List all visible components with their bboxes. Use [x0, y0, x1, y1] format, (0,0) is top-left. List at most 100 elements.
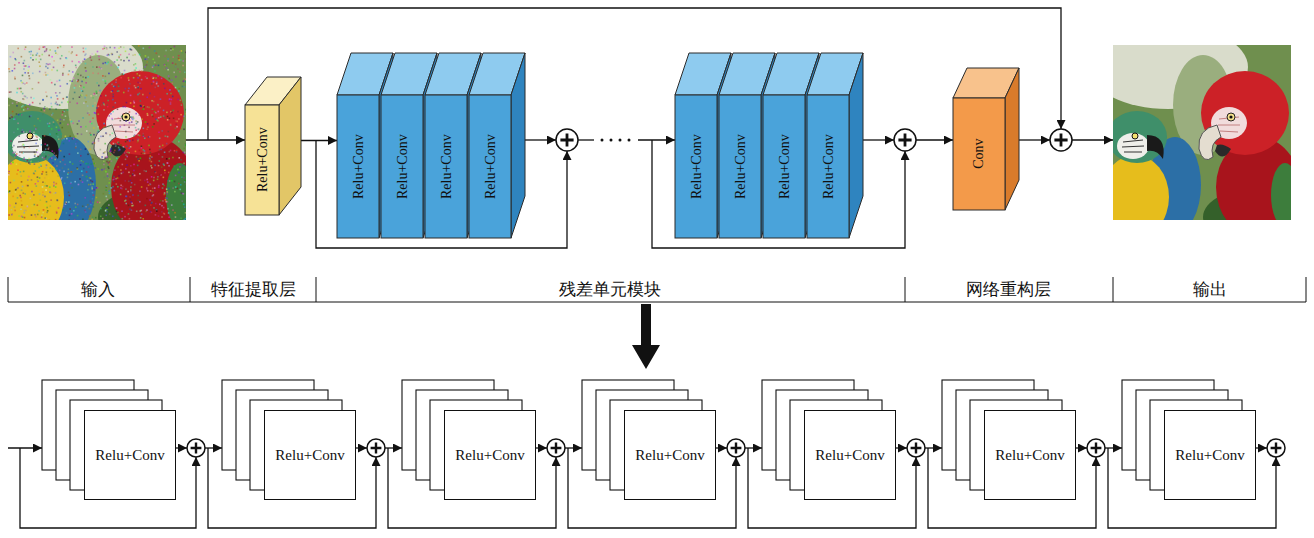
noise-pixel — [154, 70, 156, 72]
noise-pixel — [165, 199, 167, 201]
noise-pixel — [49, 108, 51, 110]
noise-pixel — [167, 119, 169, 121]
noise-pixel — [142, 135, 144, 137]
noise-pixel — [77, 74, 79, 76]
noise-pixel — [84, 54, 86, 56]
noise-pixel — [161, 78, 163, 80]
noise-pixel — [106, 63, 108, 65]
noise-pixel — [160, 174, 162, 176]
sum-circle — [1050, 129, 1072, 151]
noise-pixel — [38, 82, 40, 84]
noise-pixel — [73, 138, 75, 140]
noise-pixel — [50, 79, 52, 81]
noise-pixel — [153, 81, 155, 83]
noise-pixel — [171, 141, 173, 143]
noise-pixel — [105, 132, 107, 134]
noise-pixel — [171, 79, 173, 81]
noise-pixel — [10, 114, 12, 116]
connector-arrow — [301, 140, 337, 141]
noise-pixel — [128, 171, 130, 173]
noise-pixel — [171, 99, 173, 101]
noise-pixel — [20, 91, 22, 93]
noise-pixel — [90, 134, 92, 136]
noise-pixel — [41, 173, 43, 175]
noise-pixel — [130, 146, 132, 148]
layer-name: Relu+Conv — [820, 134, 835, 199]
noise-pixel — [125, 154, 127, 156]
noise-pixel — [74, 87, 76, 89]
noise-pixel — [171, 204, 173, 206]
noise-pixel — [150, 184, 152, 186]
noise-pixel — [158, 185, 160, 187]
noise-pixel — [70, 183, 72, 185]
noise-pixel — [117, 90, 119, 92]
noise-pixel — [41, 216, 43, 218]
noise-pixel — [86, 171, 88, 173]
noise-pixel — [71, 82, 73, 84]
noise-pixel — [112, 179, 114, 181]
noise-pixel — [177, 68, 179, 70]
noise-pixel — [42, 181, 44, 183]
noise-pixel — [112, 94, 114, 96]
noise-pixel — [124, 200, 126, 202]
noise-pixel — [104, 176, 106, 178]
noise-pixel — [112, 215, 114, 217]
noise-pixel — [68, 172, 70, 174]
noise-pixel — [126, 146, 128, 148]
noise-pixel — [96, 92, 98, 94]
noise-pixel — [19, 155, 21, 157]
noise-pixel — [185, 109, 186, 111]
layer-name: Conv — [971, 139, 986, 169]
noise-pixel — [106, 104, 108, 106]
noise-pixel — [75, 147, 77, 149]
noise-pixel — [106, 199, 108, 201]
noise-pixel — [38, 167, 40, 169]
noise-pixel — [77, 79, 79, 81]
noise-pixel — [49, 205, 51, 207]
noise-pixel — [67, 177, 69, 179]
noise-pixel — [31, 220, 33, 221]
noise-pixel — [129, 175, 131, 177]
noise-pixel — [50, 192, 52, 194]
noise-pixel — [144, 58, 146, 60]
noise-pixel — [14, 76, 16, 78]
noise-pixel — [56, 133, 58, 135]
noise-pixel — [166, 198, 168, 200]
noise-pixel — [181, 104, 183, 106]
noise-pixel — [55, 50, 57, 52]
noise-pixel — [170, 111, 172, 113]
sum-cross — [1054, 133, 1067, 146]
noise-pixel — [151, 176, 153, 178]
noise-pixel — [59, 92, 61, 94]
noise-pixel — [160, 116, 162, 118]
slab-side — [511, 53, 525, 238]
noise-pixel — [77, 152, 79, 154]
noise-pixel — [12, 162, 14, 164]
slab-front — [675, 95, 717, 238]
noise-pixel — [157, 120, 159, 122]
noise-pixel — [10, 145, 12, 147]
noise-pixel — [39, 103, 41, 105]
noise-pixel — [73, 77, 75, 79]
noise-pixel — [95, 54, 97, 56]
noise-pixel — [159, 107, 161, 109]
noise-pixel — [172, 209, 174, 211]
noise-pixel — [182, 118, 184, 120]
noise-pixel — [177, 87, 179, 89]
sum-circle — [556, 129, 578, 151]
noise-pixel — [65, 57, 67, 59]
noise-pixel — [50, 167, 52, 169]
noise-pixel — [137, 87, 139, 89]
noise-pixel — [22, 93, 24, 95]
noise-pixel — [115, 219, 117, 220]
noise-pixel — [26, 82, 28, 84]
noise-pixel — [141, 213, 143, 215]
layer-name: Relu+Conv — [275, 447, 344, 464]
sum-circle — [894, 129, 916, 151]
noise-pixel — [167, 180, 169, 182]
sum-circle — [367, 439, 385, 457]
noise-pixel — [75, 67, 77, 69]
noise-pixel — [39, 46, 41, 48]
noise-pixel — [173, 117, 175, 119]
sum-circle — [547, 439, 565, 457]
